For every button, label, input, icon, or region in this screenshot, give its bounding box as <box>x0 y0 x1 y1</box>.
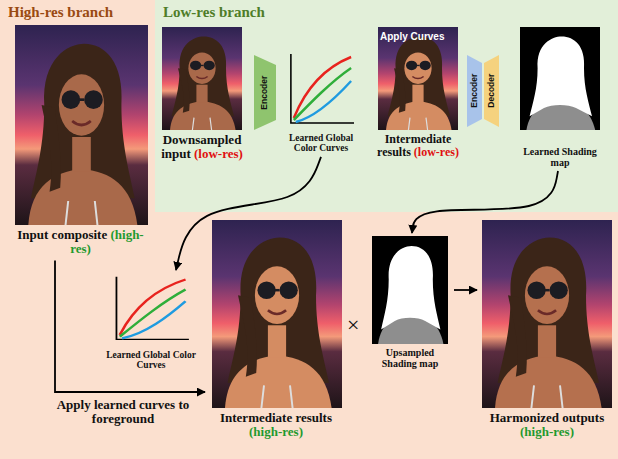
curve-chart <box>291 54 354 123</box>
block-inner: Decoder <box>484 55 499 127</box>
branch-title: High-res branch <box>8 4 113 21</box>
photo <box>15 25 148 225</box>
text-part: (high-res) <box>249 424 303 439</box>
image-panel: Harmonized outputs (high-res) <box>480 220 614 440</box>
branch-title: Low-res branch <box>163 4 265 21</box>
block-shape <box>484 55 499 127</box>
curve-panel: Learned Global Color Curves <box>105 273 197 371</box>
flow-arrow <box>176 157 321 270</box>
image-area <box>8 25 153 225</box>
image-area <box>208 220 344 408</box>
image-label: Input composite (high-res) <box>8 228 153 257</box>
image-area <box>156 27 248 130</box>
image-panel: Apply CurvesIntermediate results (low-re… <box>372 27 464 159</box>
block-label: Encoder <box>470 74 479 108</box>
image-panel: Downsampled input (low-res) <box>156 27 248 162</box>
image-label: Downsampled input (low-res) <box>156 133 248 162</box>
shading-map <box>520 27 600 130</box>
image-panel: Upsampled Shading map <box>368 236 452 369</box>
block-label: Decoder <box>487 74 496 108</box>
photo <box>162 27 242 130</box>
text-part: (low-res) <box>194 146 243 161</box>
flow-arrow <box>55 261 205 392</box>
block-inner: Encoder <box>254 55 276 130</box>
image-label: Learned Shading map <box>515 146 605 168</box>
image-area <box>372 42 464 130</box>
text-part: Intermediate results <box>220 410 332 425</box>
flow-arrow <box>412 171 558 233</box>
image-area <box>480 220 614 408</box>
block-inner: Encoder <box>467 55 482 127</box>
image-label: Harmonized outputs (high-res) <box>480 411 614 440</box>
flow-arrow <box>454 289 477 291</box>
image-label: Learned Global Color Curves <box>105 350 197 371</box>
text-part: (high-res) <box>520 424 574 439</box>
multiply-sign: × <box>347 313 359 337</box>
image-label: Intermediate results (high-res) <box>208 411 344 440</box>
block-label: Encoder <box>260 75 269 109</box>
branch-panel: Low-res branchDownsampled input (low-res… <box>155 0 618 212</box>
image-label: Intermediate results (low-res) <box>372 133 464 159</box>
image-label: Upsampled Shading map <box>368 347 452 369</box>
image-panel: Input composite (high-res) <box>8 25 153 257</box>
block-shape <box>254 55 276 130</box>
decoder-block: Decoder <box>484 55 499 127</box>
text-part: Harmonized outputs <box>490 410 604 425</box>
text-part: Input composite <box>17 227 110 242</box>
image-panel: Learned Shading map <box>515 27 605 168</box>
image-label: Learned Global Color Curves <box>281 133 361 154</box>
photo <box>212 220 342 408</box>
text-part: (low-res) <box>414 145 459 159</box>
shading-map <box>372 236 448 344</box>
image-area <box>515 27 605 130</box>
curve-panel: Learned Global Color Curves <box>281 50 361 154</box>
photo <box>482 220 612 408</box>
overlay-label: Apply Curves <box>372 27 464 42</box>
image-panel: Intermediate results (high-res) <box>208 220 344 440</box>
block-shape <box>467 55 482 127</box>
image-area <box>368 236 452 344</box>
edge-label: Apply learned curves to foreground <box>48 398 198 427</box>
image-area <box>105 273 197 347</box>
encoder-block: Encoder <box>467 55 482 127</box>
photo <box>378 27 458 130</box>
curve-chart <box>116 277 188 340</box>
image-area <box>281 50 361 130</box>
encoder-block: Encoder <box>254 55 276 130</box>
